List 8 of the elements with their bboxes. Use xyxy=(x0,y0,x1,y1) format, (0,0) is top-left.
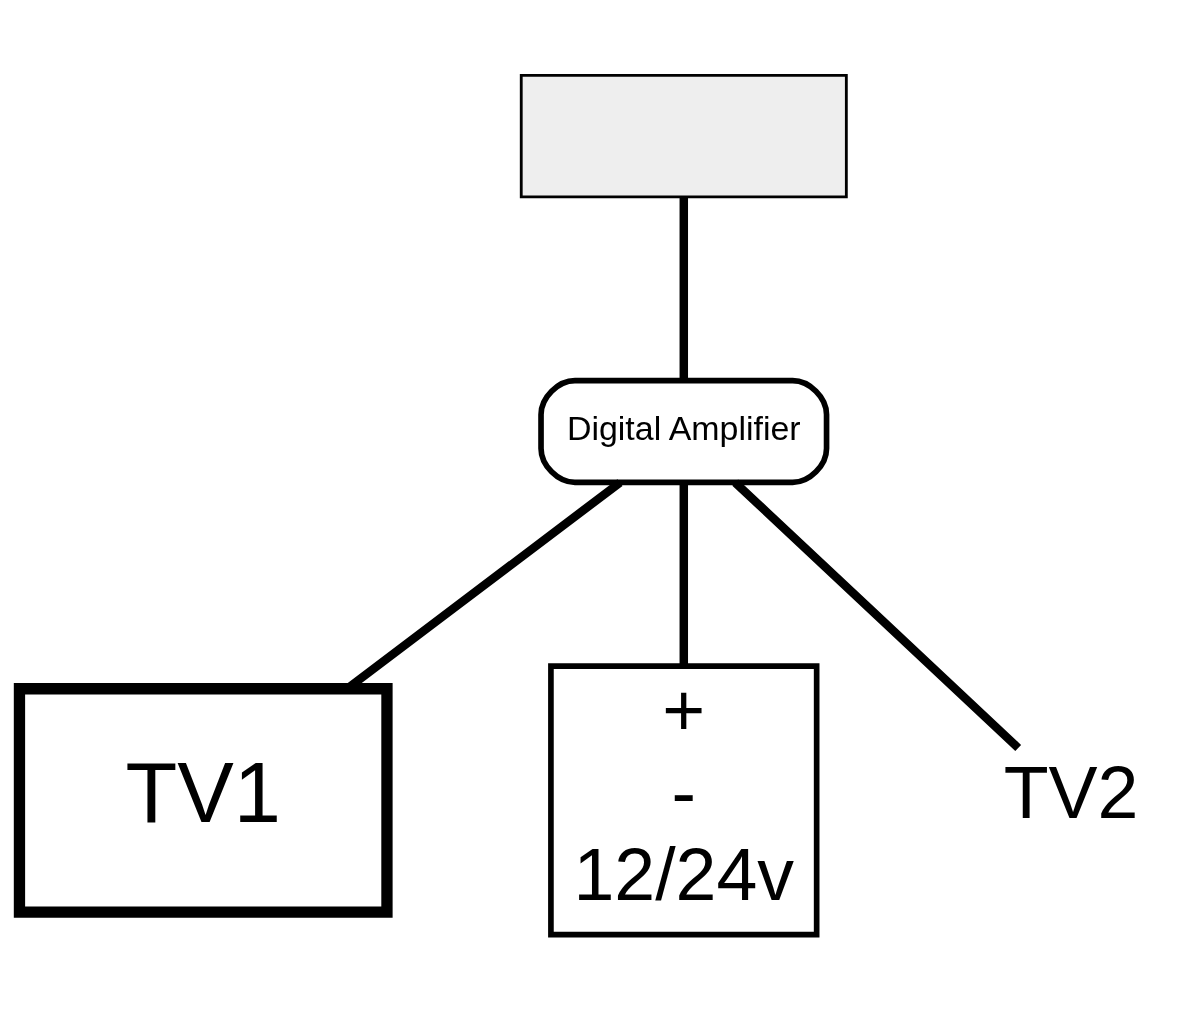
connector xyxy=(679,482,689,667)
node-box: Digital Amplifier xyxy=(538,377,830,486)
connector xyxy=(732,479,1022,752)
connector xyxy=(679,197,689,380)
node-box: + - 12/24v xyxy=(548,663,820,938)
node-box: TV1 xyxy=(13,683,393,918)
node-text: TV2 xyxy=(1003,751,1139,835)
node-box xyxy=(519,73,848,199)
